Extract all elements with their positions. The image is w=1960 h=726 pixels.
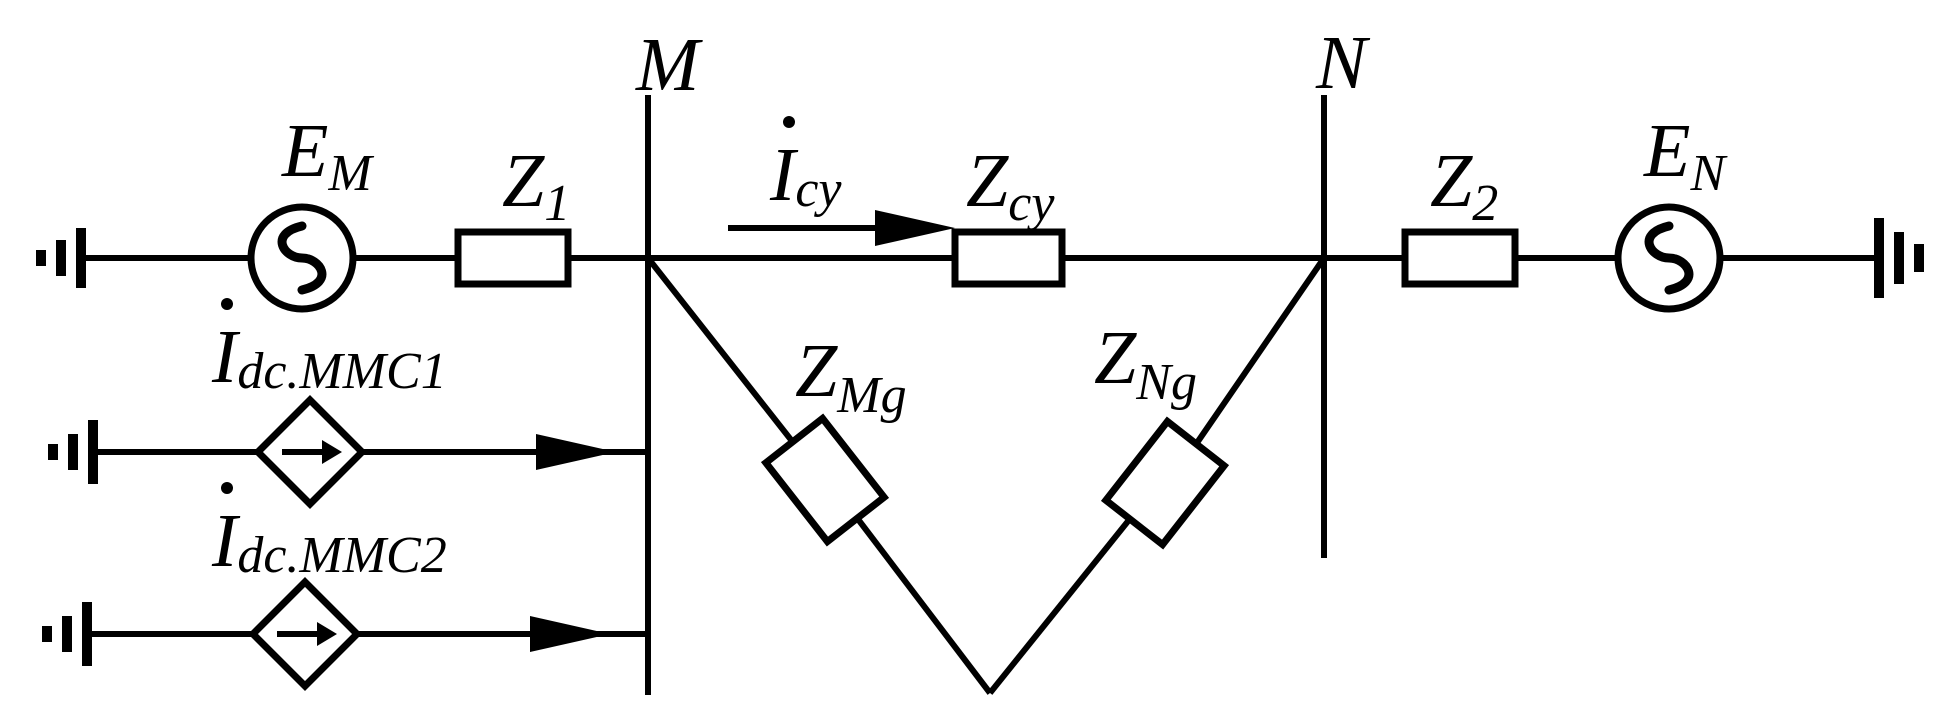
impedance-zmg: [760, 413, 890, 547]
source-label-em: EM: [281, 109, 374, 202]
current-source-mmc1: [253, 395, 367, 509]
branch-zmg-bottom: [848, 508, 993, 695]
impedance-z2: [1401, 228, 1519, 288]
current-source-mmc2: [248, 577, 362, 691]
ground-symbol-mmc1: [48, 420, 98, 484]
impedance-label-zng: ZNg: [1094, 316, 1197, 411]
source-label-en: EN: [1643, 109, 1728, 202]
bus-label-m: M: [635, 23, 703, 107]
arrow-right-icon: [322, 440, 342, 464]
svg-text:Idc.MMC2: Idc.MMC2: [211, 499, 447, 584]
ground-symbol-left-top: [36, 228, 86, 288]
mmc2-arrowhead: [530, 616, 610, 652]
current-arrow-icy: [728, 210, 955, 246]
svg-text:Icy: Icy: [769, 133, 842, 218]
bus-label-n: N: [1315, 21, 1371, 105]
impedance-zcy: [951, 228, 1066, 288]
branch-zng-n: [1187, 256, 1327, 455]
voltage-source-en: [1614, 203, 1724, 313]
voltage-source-em: [247, 203, 357, 313]
impedance-label-z2: Z2: [1430, 139, 1498, 232]
mmc1-arrowhead: [536, 434, 616, 470]
current-label-idc-mmc1: Idc.MMC1: [211, 298, 447, 400]
svg-text:Idc.MMC1: Idc.MMC1: [211, 315, 447, 400]
arrow-right-icon: [317, 622, 337, 646]
ground-symbol-mmc2: [42, 602, 92, 666]
impedance-label-zmg: ZMg: [795, 329, 907, 424]
impedance-label-z1: Z1: [502, 139, 570, 232]
sine-wave-icon: [277, 221, 327, 295]
sine-wave-icon: [1644, 221, 1694, 295]
impedance-z1: [454, 228, 572, 288]
branch-bottom-zng: [987, 508, 1140, 695]
impedance-zng: [1100, 416, 1230, 550]
branch-m-zmg: [645, 256, 802, 452]
impedance-label-zcy: Zcy: [966, 139, 1055, 232]
current-label-icy: Icy: [769, 116, 842, 218]
ground-symbol-right: [1874, 218, 1924, 298]
current-label-idc-mmc2: Idc.MMC2: [211, 482, 447, 584]
